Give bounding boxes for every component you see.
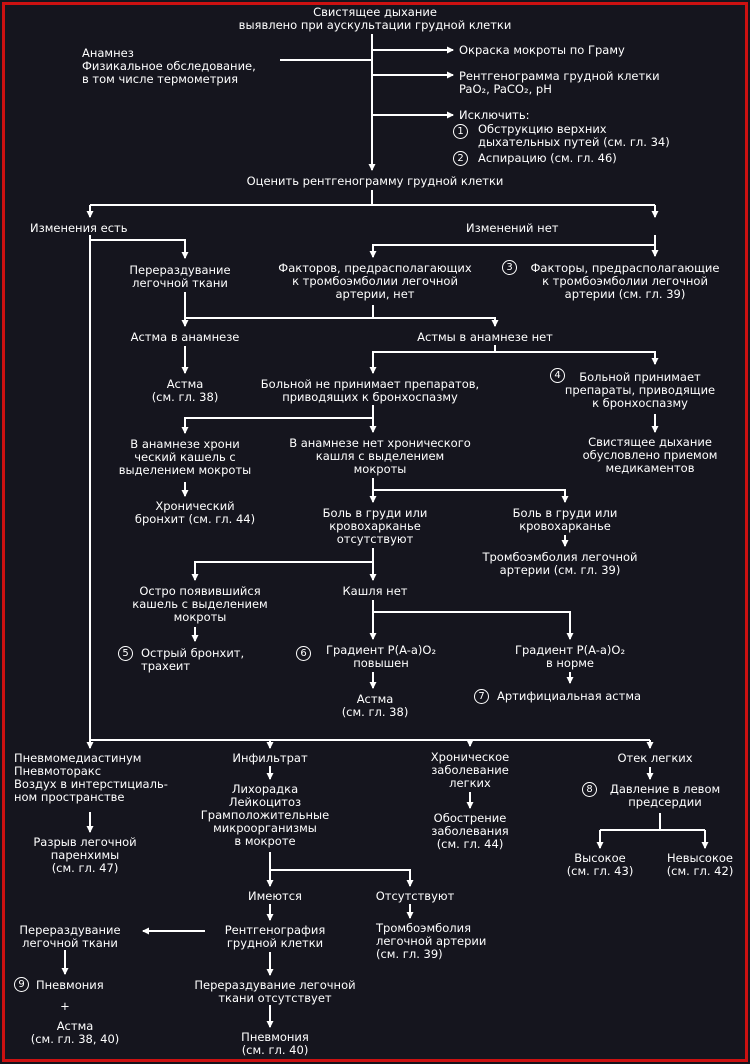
marker-8: 8 — [582, 782, 597, 797]
node-no-drugs: Больной не принимает препаратов,приводящ… — [260, 377, 480, 404]
connector-no-te — [369, 235, 656, 258]
connector-takes-drugs — [495, 351, 659, 365]
marker-3: 3 — [502, 260, 517, 275]
node-no-cough: Кашля нет — [342, 584, 408, 598]
node-no-asthma-history: Астмы в анамнезе нет — [417, 330, 553, 344]
connector-hyperinflation — [90, 239, 189, 259]
node-changes-yes: Изменения есть — [30, 221, 128, 235]
marker-7: 7 — [474, 689, 489, 704]
node-edema: Отек легких — [617, 751, 693, 765]
node-absent: Отсутствуют — [375, 889, 455, 903]
connector-pain — [373, 489, 569, 503]
marker-2: 2 — [453, 151, 468, 166]
connector-no-asthma-bridge — [185, 317, 499, 327]
connector-absent — [270, 869, 414, 887]
node-exclude: Исключить: — [459, 108, 530, 122]
node-plus: + — [60, 999, 70, 1013]
node-present: Имеются — [248, 889, 302, 903]
marker-6: 6 — [296, 646, 311, 661]
node-asthma-pn: Астма(см. гл. 38, 40) — [30, 1019, 120, 1046]
connector-acute-cough — [191, 561, 373, 581]
node-pneumonia-40: Пневмония(см. гл. 40) — [241, 1030, 309, 1057]
node-acute-bronchitis: Острый бронхит,трахеит — [141, 646, 245, 673]
marker-5: 5 — [118, 646, 133, 661]
marker-9: 9 — [14, 977, 29, 992]
node-la-not-high: Невысокое(см. гл. 42) — [666, 851, 734, 878]
node-changes-no: Изменений нет — [466, 221, 559, 235]
node-evaluate-xray: Оценить рентгенограмму грудной клетки — [246, 174, 504, 188]
node-gram-stain: Окраска мокроты по Граму — [459, 43, 625, 57]
node-pneumonia-asthma: Пневмония — [36, 978, 104, 992]
node-artificial-asthma: Артифициальная астма — [497, 689, 642, 703]
node-la-high: Высокое(см. гл. 43) — [566, 851, 634, 878]
node-asthma-38b: Астма(см. гл. 38) — [341, 692, 409, 719]
node-asthma-history: Астма в анамнезе — [130, 330, 240, 344]
connector-chronic-cough — [181, 405, 374, 434]
node-asthma-38: Астма(см. гл. 38) — [151, 377, 219, 404]
node-exclude-aspiration: Аспирацию (см. гл. 46) — [478, 151, 617, 165]
marker-1: 1 — [453, 124, 468, 139]
marker-4: 4 — [550, 368, 565, 383]
connector-gradient-normal — [373, 611, 574, 640]
connector-no-drugs — [369, 345, 496, 374]
node-infiltrate: Инфильтрат — [232, 751, 308, 765]
